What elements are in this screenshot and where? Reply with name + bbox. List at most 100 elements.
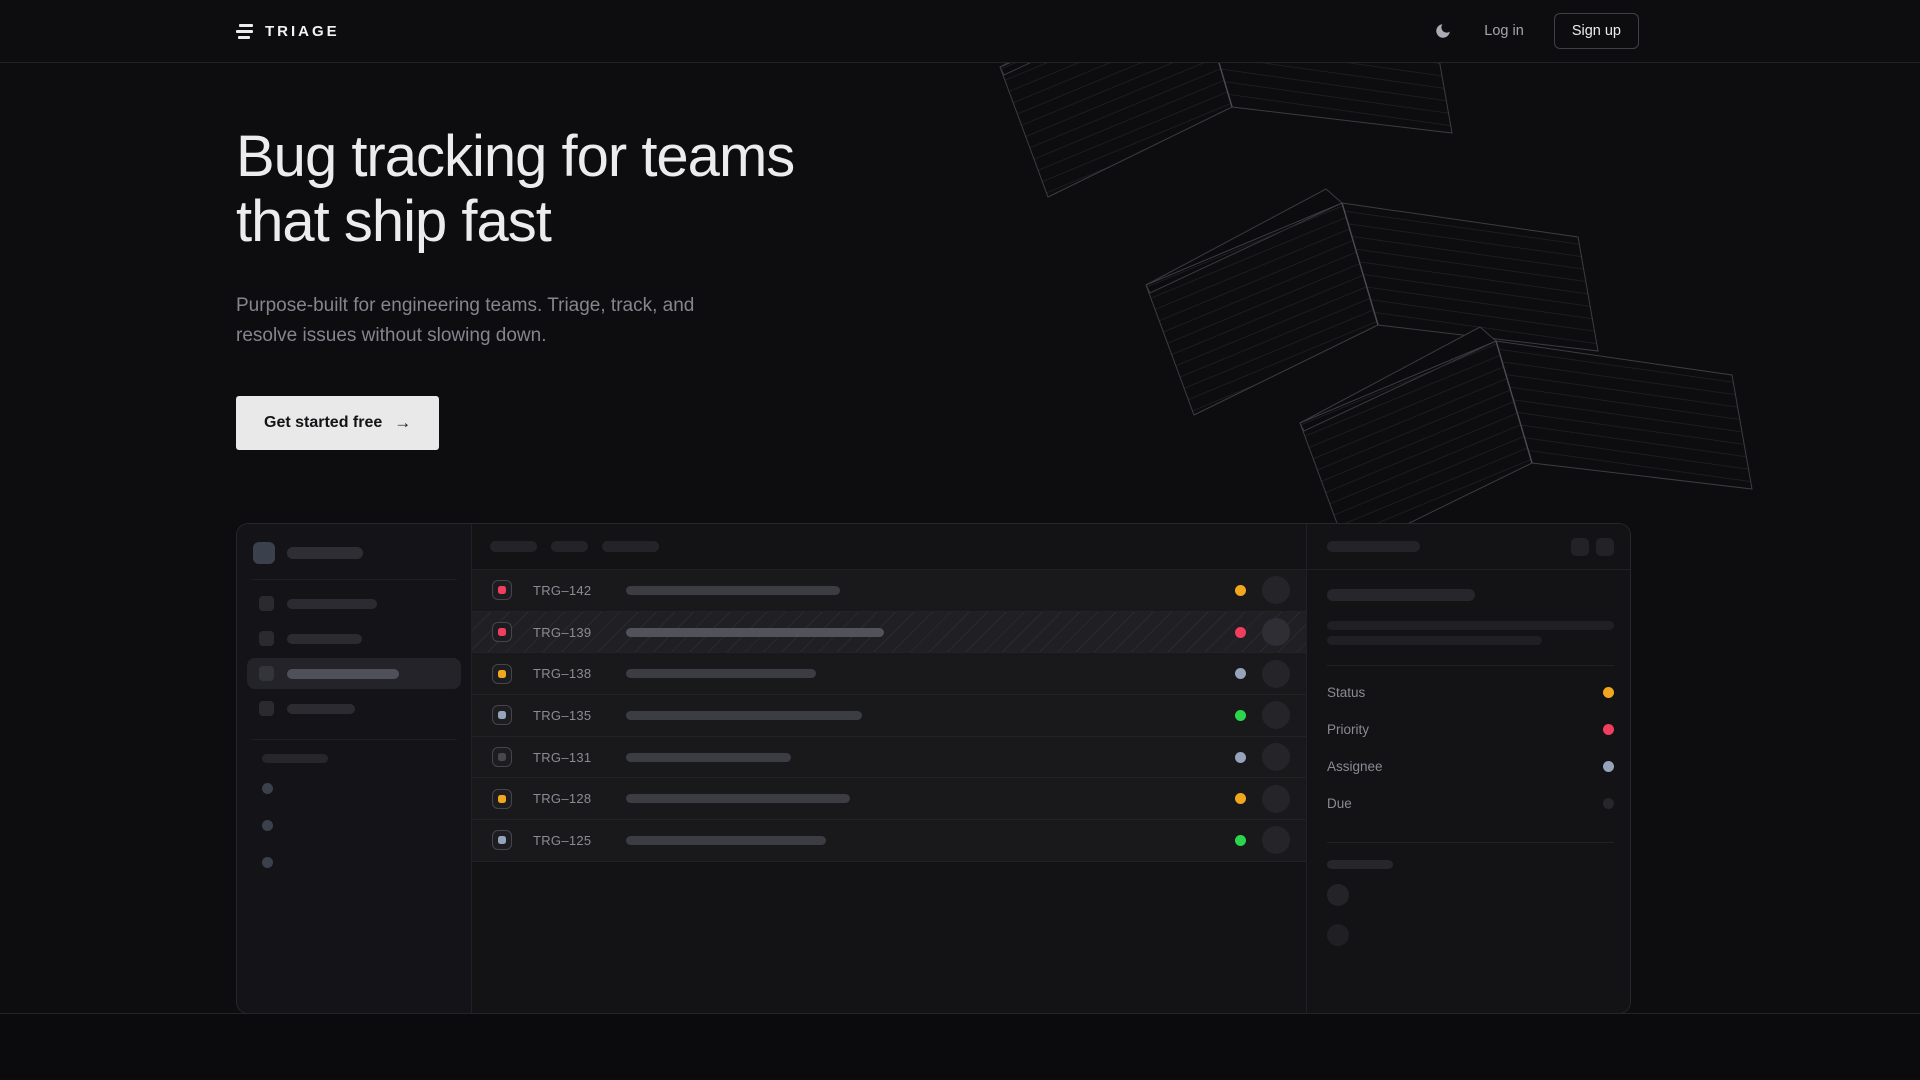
sidebar-divider [251, 739, 457, 740]
sidebar-nav-item[interactable] [247, 693, 461, 724]
issue-title-skeleton [626, 585, 840, 595]
sidebar-nav-item[interactable] [247, 588, 461, 619]
detail-field-row[interactable]: Priority [1327, 711, 1614, 748]
signup-button[interactable]: Sign up [1553, 13, 1639, 49]
issue-row[interactable]: TRG–135 [472, 695, 1306, 737]
field-value-dot [1603, 798, 1614, 809]
issue-row[interactable]: TRG–125 [472, 820, 1306, 862]
issue-row[interactable]: TRG–142 [472, 570, 1306, 612]
issue-row-meta [1235, 659, 1306, 688]
issue-title-skeleton [626, 627, 884, 637]
status-dot [1235, 584, 1246, 596]
issue-row[interactable]: TRG–128 [472, 778, 1306, 821]
nav-item-icon [259, 631, 274, 646]
assignee-avatar [1262, 743, 1290, 772]
workspace-avatar [253, 542, 275, 564]
hero-subtitle: Purpose-built for engineering teams. Tri… [236, 294, 695, 347]
top-nav: TRIAGE Log in Sign up [0, 0, 1920, 63]
sidebar-section-skeleton [262, 754, 328, 763]
issue-title-skeleton [626, 669, 816, 679]
footer-strip [0, 1014, 1920, 1079]
nav-item-label-skeleton [287, 633, 362, 644]
issue-row-meta [1235, 701, 1306, 730]
comment-avatar-skeleton [1327, 924, 1349, 946]
detail-header-actions [1571, 537, 1614, 556]
field-value-dot [1603, 724, 1614, 735]
sidebar-dot [262, 783, 273, 794]
issue-title-skeleton [626, 835, 826, 845]
detail-field-row[interactable]: Status [1327, 674, 1614, 711]
sidebar-nav-item[interactable] [247, 658, 461, 689]
field-label: Priority [1327, 722, 1370, 737]
issue-type-icon [492, 705, 512, 726]
workspace-name-skeleton [287, 547, 363, 559]
issue-title-skeleton [626, 794, 850, 804]
mockup-sidebar-nav [237, 588, 471, 724]
toolbar-skeleton-pill [551, 541, 588, 552]
assignee-avatar [1262, 618, 1290, 647]
assignee-avatar [1262, 701, 1290, 730]
status-dot [1235, 626, 1246, 638]
detail-divider [1327, 665, 1614, 666]
assignee-avatar [1262, 784, 1290, 813]
toolbar-skeleton-pill [490, 541, 537, 552]
assignee-avatar [1262, 576, 1290, 605]
issue-type-icon [492, 788, 512, 809]
issue-id: TRG–138 [533, 666, 592, 682]
nav-actions: Log in Sign up [1434, 13, 1639, 49]
nav-item-label-skeleton [287, 703, 355, 714]
brand[interactable]: TRIAGE [236, 23, 340, 40]
issue-row-meta [1235, 743, 1306, 772]
sidebar-dot [262, 820, 273, 831]
sidebar-nav-item[interactable] [247, 623, 461, 654]
detail-field-row[interactable]: Assignee [1327, 748, 1614, 785]
sidebar-dot [262, 857, 273, 868]
nav-item-icon [259, 596, 274, 611]
status-dot [1235, 751, 1246, 763]
detail-action-button[interactable] [1596, 537, 1614, 556]
comment-avatar-skeleton [1327, 884, 1349, 906]
login-link[interactable]: Log in [1484, 23, 1524, 39]
cta-label: Get started free [264, 413, 383, 431]
issue-id: TRG–131 [533, 749, 592, 765]
theme-toggle-button[interactable] [1434, 21, 1454, 41]
workspace-switcher[interactable] [253, 542, 455, 564]
issue-row-meta [1235, 576, 1306, 605]
assignee-avatar [1262, 826, 1290, 855]
field-label: Status [1327, 685, 1366, 700]
issue-title-skeleton [626, 752, 791, 762]
assignee-avatar [1262, 659, 1290, 688]
field-label: Assignee [1327, 759, 1383, 774]
issue-id: TRG–128 [533, 791, 592, 807]
field-value-dot [1603, 687, 1614, 698]
issue-type-icon [492, 622, 512, 643]
issue-id: TRG–135 [533, 707, 592, 723]
nav-item-label-skeleton [287, 668, 399, 679]
detail-text-skeleton [1327, 636, 1542, 645]
issue-row-meta [1235, 826, 1306, 855]
detail-action-button[interactable] [1571, 537, 1589, 556]
hero-copy: Bug tracking for teams that ship fast Pu… [0, 63, 1920, 450]
detail-title-skeleton [1327, 589, 1475, 601]
nav-item-icon [259, 666, 274, 681]
sidebar-divider [251, 579, 457, 580]
detail-header-skeleton [1327, 541, 1420, 552]
detail-field-row[interactable]: Due [1327, 785, 1614, 822]
detail-comments-skeleton [1327, 860, 1393, 869]
issue-row[interactable]: TRG–131 [472, 737, 1306, 779]
status-dot [1235, 834, 1246, 846]
detail-divider [1327, 842, 1614, 843]
issue-type-icon [492, 580, 512, 601]
moon-icon [1436, 24, 1451, 38]
issue-id: TRG–142 [533, 582, 592, 598]
get-started-button[interactable]: Get started free → [236, 395, 440, 450]
issue-row[interactable]: TRG–139 [472, 611, 1306, 654]
issue-row[interactable]: TRG–138 [472, 653, 1306, 696]
status-dot [1235, 793, 1246, 805]
